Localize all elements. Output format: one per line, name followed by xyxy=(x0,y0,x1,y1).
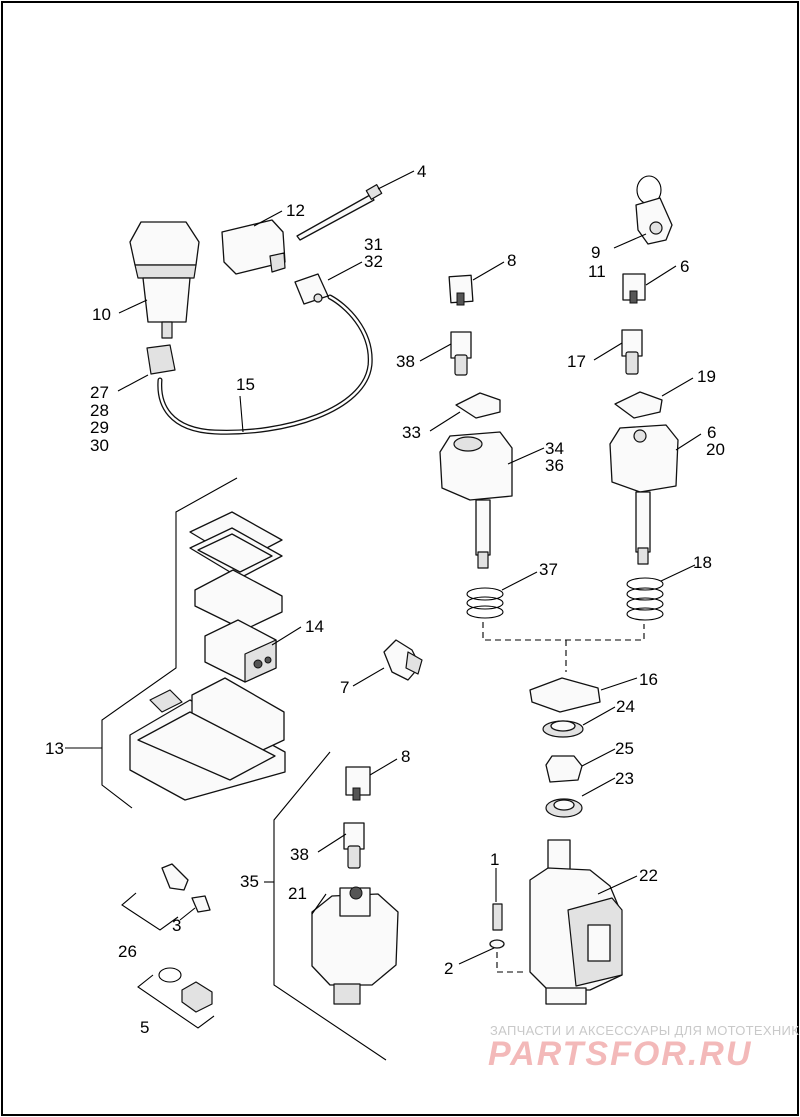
callout-17: 17 xyxy=(567,352,586,371)
part-23-bushing xyxy=(545,798,583,818)
callout-4: 4 xyxy=(417,162,426,181)
callout-2: 2 xyxy=(444,959,453,978)
part-1-screw xyxy=(492,903,503,931)
part-33-plate xyxy=(455,392,501,419)
part-8-key-blank xyxy=(448,274,474,306)
callout-30: 30 xyxy=(90,436,109,455)
callout-28: 28 xyxy=(90,401,109,420)
watermark-tagline: ЗАПЧАСТИ И АКСЕССУАРЫ ДЛЯ МОТОТЕХНИКИ xyxy=(490,1023,800,1038)
callout-37: 37 xyxy=(539,560,558,579)
callout-19: 19 xyxy=(697,367,716,386)
part-16-plate xyxy=(529,677,601,713)
part-26-sensor xyxy=(161,863,189,891)
part-19-plate xyxy=(614,391,663,419)
part-13-housing xyxy=(129,677,286,801)
part-14-module xyxy=(204,619,277,683)
callout-24: 24 xyxy=(616,697,635,716)
callout-7: 7 xyxy=(340,678,349,697)
part-15-wire-harness xyxy=(146,273,373,435)
part-14-seal-stack xyxy=(189,511,283,631)
callout-8-lower: 8 xyxy=(401,747,410,766)
bracket-26 xyxy=(121,892,179,931)
part-6-key-blank xyxy=(622,273,646,304)
assembly-link xyxy=(482,622,645,672)
callout-15: 15 xyxy=(236,375,255,394)
part-4-cable-tie xyxy=(296,184,383,241)
callout-11: 11 xyxy=(588,262,606,281)
part-17-key xyxy=(621,329,643,375)
watermark-brand: PARTSFOR.RU xyxy=(488,1035,752,1073)
callout-36: 36 xyxy=(545,456,564,475)
part-9-fob xyxy=(635,175,673,245)
part-10-antenna-module xyxy=(129,221,200,339)
callout-18: 18 xyxy=(693,553,712,572)
part-12-plug xyxy=(221,219,286,275)
callout-33: 33 xyxy=(402,423,421,442)
part-8-key-blank-lower xyxy=(345,766,371,801)
callout-25: 25 xyxy=(615,739,634,758)
callout-32: 32 xyxy=(364,252,383,271)
part-7-switch xyxy=(383,639,423,681)
callout-21: 21 xyxy=(288,884,307,903)
part-34-ignition-cap xyxy=(439,431,513,569)
callout-20: 20 xyxy=(706,440,725,459)
part-38-key-lower xyxy=(343,822,365,869)
callout-34: 34 xyxy=(545,439,564,458)
part-6-ignition-cap xyxy=(609,424,679,565)
callout-16: 16 xyxy=(639,670,658,689)
part-22-switch-body xyxy=(529,839,623,1005)
part-25-rotor xyxy=(545,755,583,783)
part-5-o-ring xyxy=(158,967,182,983)
part-3-terminal xyxy=(191,895,211,913)
bracket-13 xyxy=(101,477,238,809)
callout-numbers: 4 12 31 32 10 27 28 29 30 15 8 38 9 11 6… xyxy=(45,162,725,1037)
callout-13: 13 xyxy=(45,739,64,758)
callout-12: 12 xyxy=(286,201,305,220)
leader-lines xyxy=(65,170,702,965)
callout-3: 3 xyxy=(172,916,181,935)
part-24-ring xyxy=(542,720,584,738)
callout-31: 31 xyxy=(364,235,383,254)
callout-38: 38 xyxy=(396,352,415,371)
callout-10: 10 xyxy=(92,305,111,324)
callout-38-lower: 38 xyxy=(290,845,309,864)
callout-22: 22 xyxy=(639,866,658,885)
callout-9: 9 xyxy=(591,243,600,262)
callout-26: 26 xyxy=(118,942,137,961)
callout-6-cap: 6 xyxy=(707,423,716,442)
part-21-lock-body xyxy=(311,886,399,1005)
callout-8: 8 xyxy=(507,251,516,270)
part-18-spring xyxy=(626,577,664,621)
part-5-plug xyxy=(181,981,213,1013)
callout-35: 35 xyxy=(240,872,259,891)
callout-29: 29 xyxy=(90,418,109,437)
screw-link xyxy=(496,952,527,973)
part-37-spring xyxy=(466,587,504,619)
callout-6: 6 xyxy=(680,257,689,276)
bracket-35 xyxy=(273,751,387,1061)
bracket-5 xyxy=(137,974,215,1029)
callout-27: 27 xyxy=(90,383,109,402)
callout-14: 14 xyxy=(305,617,324,636)
part-38-key xyxy=(450,331,472,376)
part-2-washer xyxy=(489,939,505,949)
callout-1: 1 xyxy=(490,850,499,869)
callout-5: 5 xyxy=(140,1018,149,1037)
callout-23: 23 xyxy=(615,769,634,788)
